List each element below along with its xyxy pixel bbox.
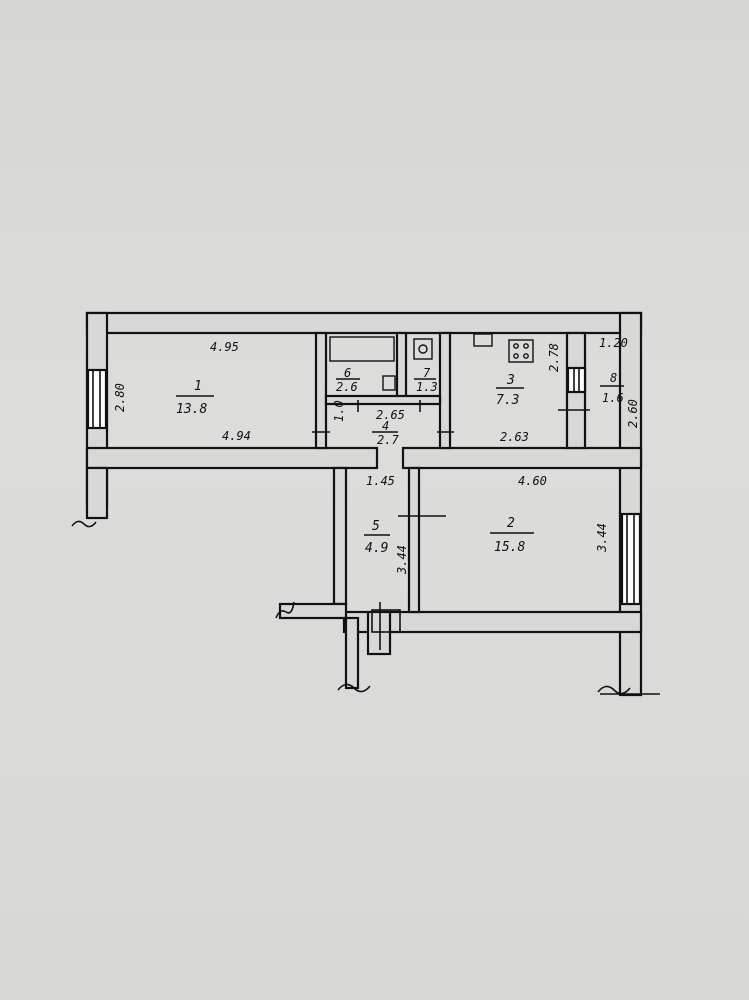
room-4-area: 2.7 [377,433,399,447]
room-3-area: 7.3 [496,393,519,408]
room-5-number: 5 [372,519,380,534]
room-2-number: 2 [507,516,515,531]
room-3-dim-bottom: 2.63 [500,430,529,444]
room-7-number: 7 [423,366,431,380]
room-5-area: 4.9 [365,541,388,556]
room-8-area: 1.6 [602,391,624,405]
room-2: 4.60 2 15.8 3.44 [490,474,609,555]
room-4-dim-side: 1.0 [332,400,346,422]
room-5-dim-top: 1.45 [366,474,395,488]
room-1-dim-side: 2.80 [113,383,127,412]
sink-icon [382,375,396,391]
room-4-dim-top: 2.65 [376,408,405,422]
room-5: 1.45 5 4.9 3.44 [364,474,409,575]
room-4-number: 4 [382,419,389,433]
room-1-area: 13.8 [176,402,207,417]
room-1-dim-bottom: 4.94 [222,429,251,443]
toilet-icon [413,338,433,360]
room-6: 6 2.6 [336,366,360,394]
room-7-area: 1.3 [416,380,438,394]
room-3-dim-side: 2.78 [547,343,561,372]
bathtub-icon [329,336,395,362]
room-2-area: 15.8 [494,540,525,555]
room-5-dim-side: 3.44 [395,545,409,575]
room-2-dim-side: 3.44 [595,523,609,553]
room-3-number: 3 [506,373,515,388]
room-8-dim-top: 1.20 [599,336,628,350]
room-8-number: 8 [610,371,617,385]
doors [312,400,590,650]
room-3: 3 7.3 2.63 2.78 [496,343,561,444]
room-1: 4.95 4.94 2.80 1 13.8 [113,340,251,443]
windows [86,366,642,606]
room-1-number: 1 [194,379,202,394]
room-8-dim-side: 2.60 [626,399,640,428]
room-1-dim-top: 4.95 [210,340,239,354]
walls [85,311,643,697]
room-8: 1.20 8 1.6 2.60 [599,336,640,428]
break-marks [71,520,660,695]
room-2-dim-top: 4.60 [518,474,547,488]
stove-icon [508,339,534,363]
room-6-number: 6 [344,366,351,380]
kitchen-sink-icon [473,333,493,347]
room-6-area: 2.6 [336,380,358,394]
room-7: 7 1.3 [414,366,438,394]
fixtures [329,333,534,391]
room-4: 2.65 1.0 4 2.7 [332,400,405,447]
